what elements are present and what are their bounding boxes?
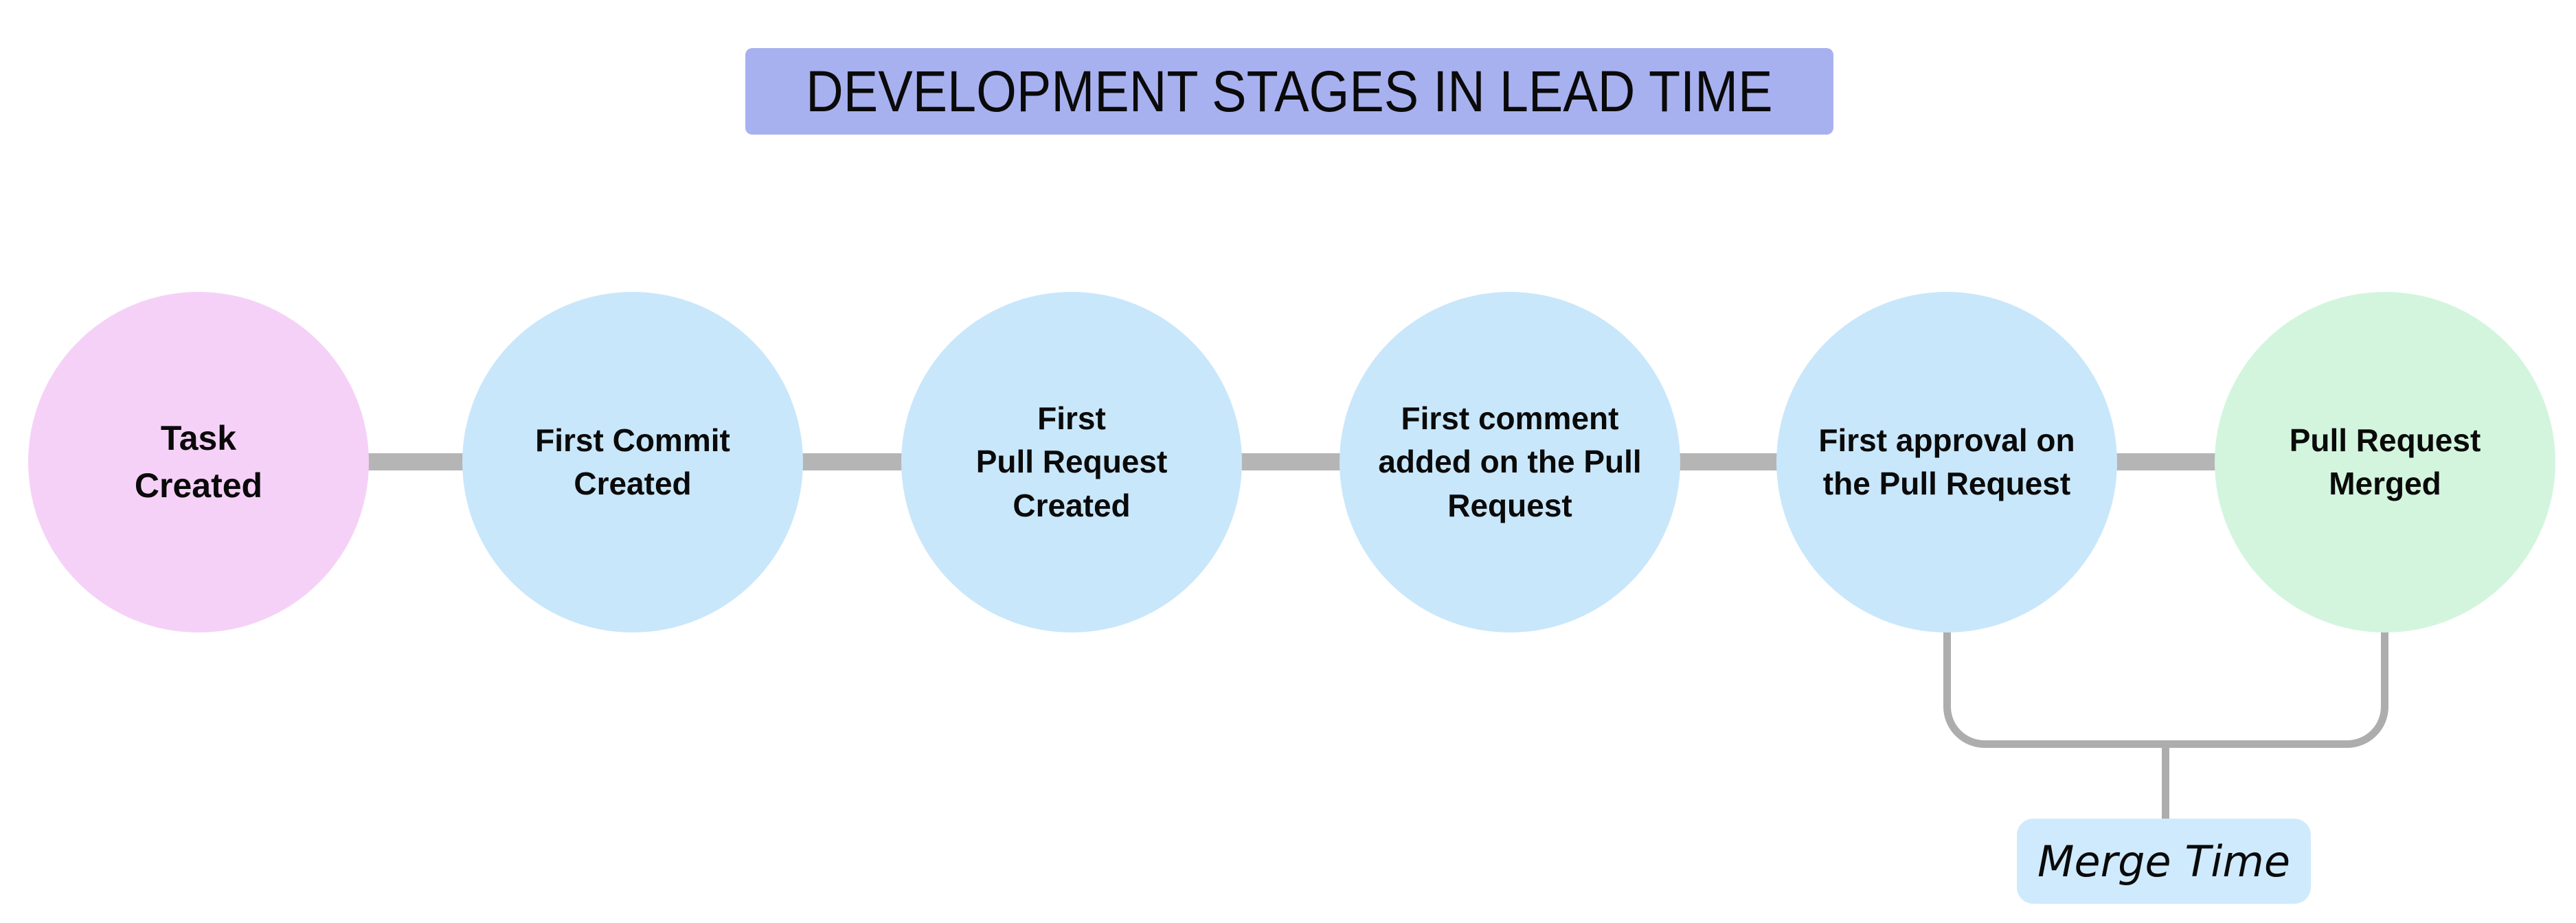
stage-label: Pull Request Merged [2289,422,2481,501]
stage-circle-4: First comment added on the Pull Request [1340,292,1680,633]
stage-label: First approval on the Pull Request [1818,422,2075,501]
merge-time-bracket-stem [2162,745,2169,822]
stage-circle-1: Task Created [28,292,369,633]
stage-label: First comment added on the Pull Request [1378,400,1642,523]
merge-time-label: Merge Time [2017,819,2311,904]
stage-label: Task Created [134,419,263,505]
merge-time-text: Merge Time [2037,836,2290,887]
stage-label: First Pull Request Created [975,400,1168,523]
stage-label: First Commit Created [535,422,730,501]
stage-circle-3: First Pull Request Created [901,292,1242,633]
stage-circle-6: Pull Request Merged [2215,292,2555,633]
title-banner: DEVELOPMENT STAGES IN LEAD TIME [745,48,1833,135]
stage-circle-2: First Commit Created [462,292,803,633]
merge-time-bracket [1943,629,2388,748]
stage-circle-5: First approval on the Pull Request [1776,292,2117,633]
page-title: DEVELOPMENT STAGES IN LEAD TIME [806,58,1773,124]
